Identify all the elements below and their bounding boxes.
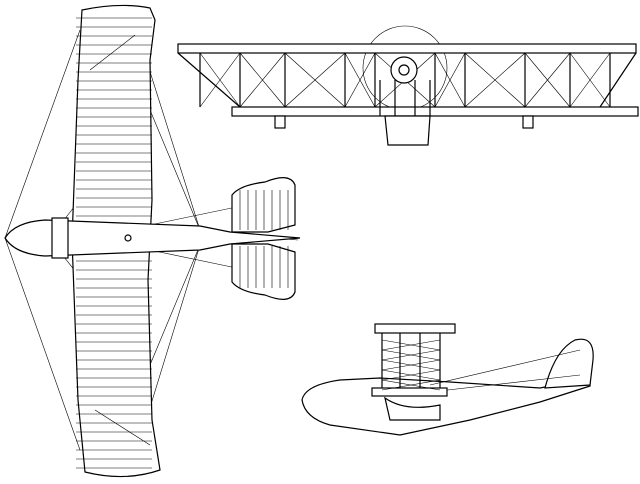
top-fuselage — [4, 219, 301, 257]
line — [239, 52, 286, 108]
side-upper-wing — [374, 323, 456, 334]
engine — [390, 56, 418, 84]
line — [381, 359, 441, 371]
front-view — [177, 25, 639, 146]
side-view — [301, 323, 594, 436]
wing-float-left — [274, 115, 286, 129]
tail-ribs — [239, 190, 289, 288]
line — [434, 52, 466, 108]
line — [524, 52, 571, 108]
side-struts — [381, 333, 441, 391]
line — [464, 52, 526, 108]
line — [381, 369, 441, 381]
top-view — [4, 4, 301, 478]
line — [344, 52, 376, 108]
line — [284, 52, 346, 108]
line — [199, 52, 241, 108]
cockpit — [51, 217, 69, 259]
side-tail — [544, 338, 594, 389]
lower-wing — [231, 106, 639, 117]
side-lower-wing — [371, 387, 448, 397]
line — [381, 349, 441, 361]
line — [381, 339, 441, 351]
line — [381, 379, 441, 391]
hull-step — [384, 396, 441, 421]
hull-front — [384, 115, 431, 146]
upper-wing — [177, 43, 637, 54]
wing-ribs — [76, 17, 152, 469]
line — [569, 52, 611, 108]
wing-float-right — [522, 115, 534, 129]
